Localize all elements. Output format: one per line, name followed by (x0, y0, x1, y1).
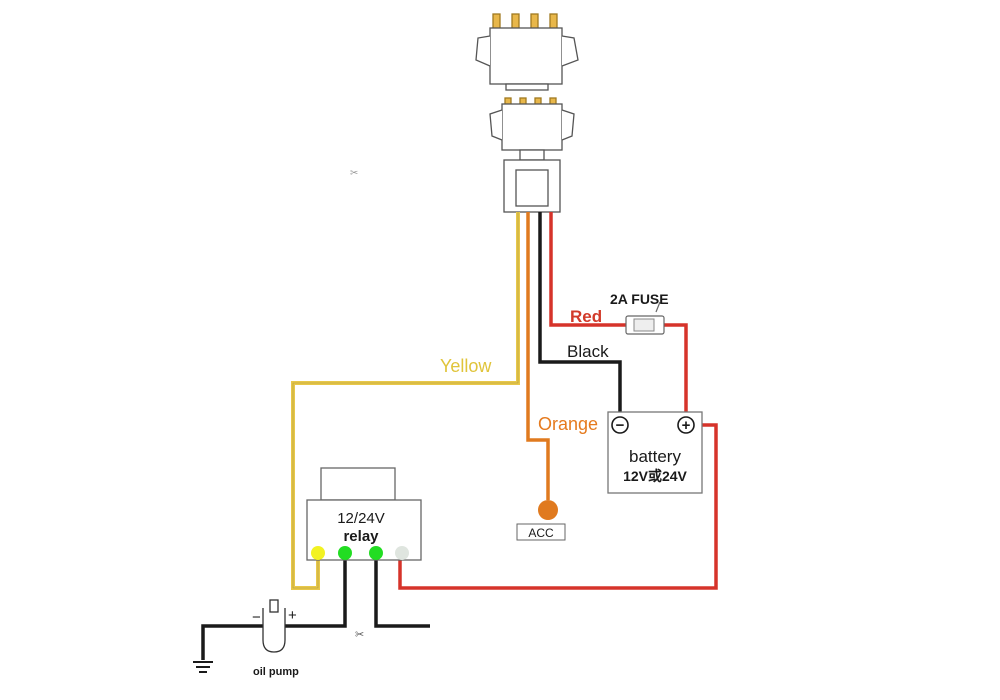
battery-plus-terminal-icon (677, 416, 695, 434)
device-connector-lower (489, 97, 575, 213)
cut-mark-icon-top: ✂ (350, 168, 358, 179)
battery-voltage: 12V或24V (623, 468, 687, 484)
oil-pump-label: oil pump (253, 666, 299, 678)
ground-icon (193, 661, 213, 673)
red-wire (549, 212, 626, 327)
relay-pin-green-1-icon (338, 546, 352, 560)
relay-output-wire (374, 556, 430, 628)
black-wire (538, 212, 622, 418)
relay-voltage: 12/24V (337, 510, 385, 527)
oil-pump-minus: − (252, 609, 261, 626)
fuse-label: 2A FUSE (610, 291, 669, 307)
red-wire-after-fuse (664, 323, 688, 418)
acc-terminal-icon (538, 500, 558, 520)
oil-pump-plus: + (288, 607, 297, 624)
battery-minus-terminal-icon (611, 416, 629, 434)
relay-pin-yellow-icon (311, 546, 325, 560)
red-wire-battery-to-relay (398, 423, 718, 590)
acc-label-box (516, 523, 566, 541)
orange-wire (526, 212, 550, 500)
yellow-wire-label: Yellow (440, 356, 492, 376)
battery-plus-symbol: + (682, 417, 691, 434)
orange-wire-label: Orange (538, 414, 598, 434)
black-wire-label: Black (567, 342, 609, 361)
fuse-icon (625, 301, 665, 335)
battery (607, 411, 703, 494)
cut-mark-icon: ✂ (355, 629, 364, 641)
oil-pump-icon (262, 599, 286, 653)
battery-label: battery (629, 447, 681, 466)
relay-pin-grey-icon (395, 546, 409, 560)
relay (306, 467, 422, 561)
relay-label: relay (343, 528, 379, 545)
acc-label: ACC (528, 526, 554, 540)
device-connector-upper (475, 13, 579, 91)
relay-pin-green-2-icon (369, 546, 383, 560)
red-wire-label: Red (570, 307, 602, 326)
battery-minus-symbol: − (616, 417, 625, 434)
